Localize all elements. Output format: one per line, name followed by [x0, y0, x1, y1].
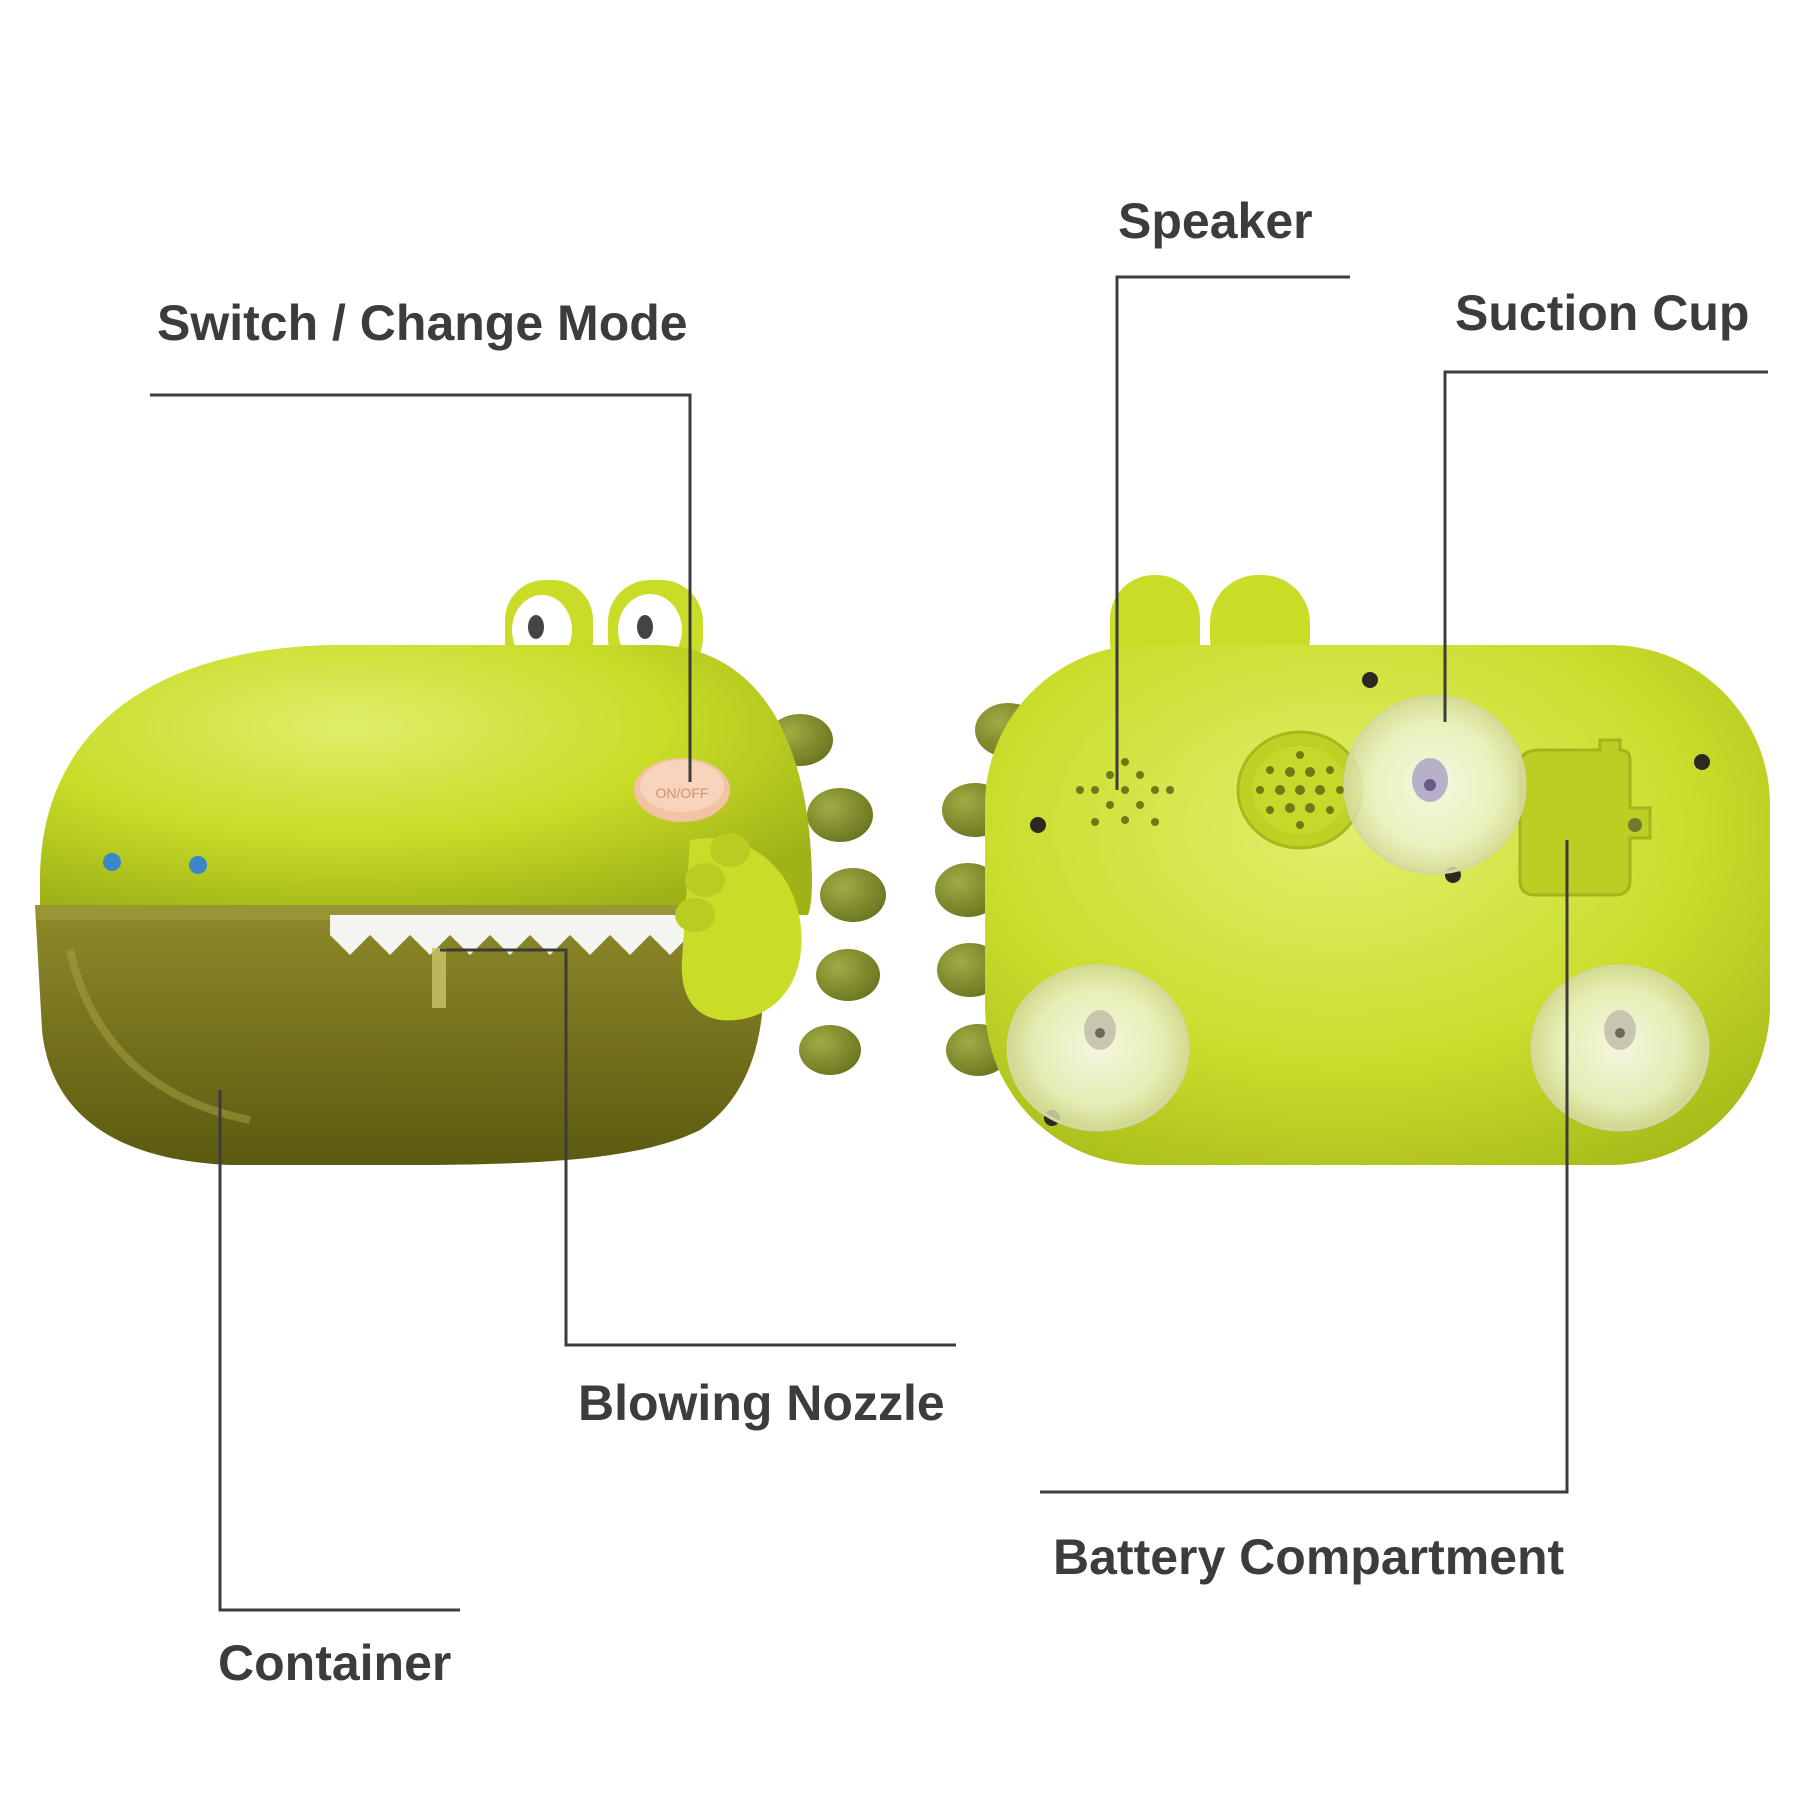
leader-container — [218, 1090, 460, 1612]
leader-switch — [150, 393, 692, 782]
leader-speaker — [1115, 275, 1350, 790]
left-face-dot — [103, 853, 121, 871]
speaker — [1236, 730, 1364, 850]
label-blowing-nozzle: Blowing Nozzle — [578, 1375, 945, 1431]
leader-nozzle — [440, 948, 956, 1347]
suction-cup-top — [1343, 695, 1527, 875]
label-battery-compartment: Battery Compartment — [1053, 1529, 1565, 1585]
leader-suction-cup — [1443, 370, 1768, 722]
right-toy-back-view — [935, 575, 1770, 1165]
speaker-holes — [1076, 758, 1174, 826]
blowing-nozzle — [432, 948, 446, 1008]
dino-teeth — [330, 915, 690, 955]
container — [35, 905, 764, 1165]
label-suction-cup: Suction Cup — [1455, 285, 1750, 341]
leader-lines — [150, 275, 1768, 1612]
battery-compartment[interactable] — [1518, 738, 1652, 897]
left-toy-front-view — [35, 580, 886, 1165]
leader-battery — [1040, 840, 1569, 1494]
dino-claw — [675, 833, 802, 1021]
dino-head — [40, 645, 812, 915]
label-switch-change-mode: Switch / Change Mode — [157, 295, 688, 351]
suction-cup-bottom-right — [1530, 964, 1710, 1132]
right-face-dot — [189, 856, 207, 874]
switch-button[interactable] — [634, 758, 730, 822]
label-container: Container — [218, 1635, 452, 1691]
label-speaker: Speaker — [1118, 193, 1313, 249]
suction-cup-bottom-left — [1006, 964, 1190, 1132]
